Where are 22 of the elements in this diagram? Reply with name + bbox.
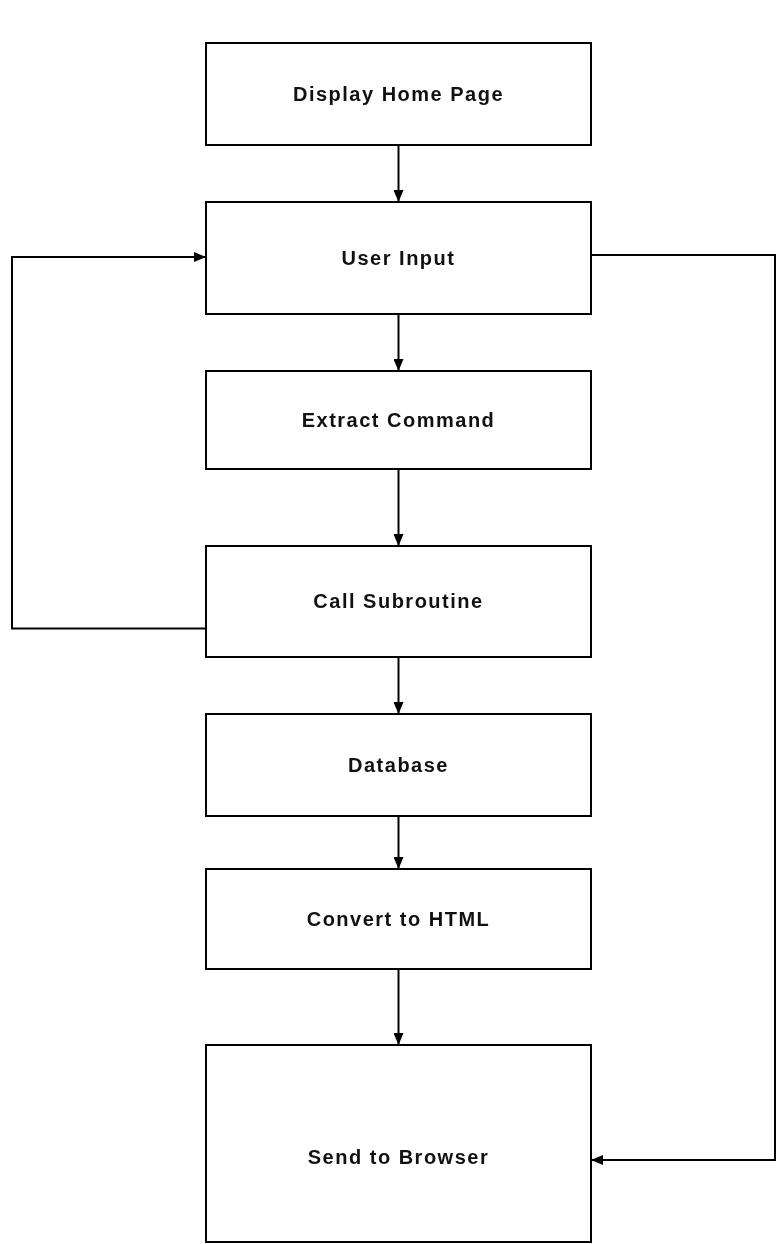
box-label: Display Home Page <box>292 82 505 106</box>
arrow <box>11 252 206 630</box>
arrow <box>393 314 404 371</box>
process-box <box>205 370 592 470</box>
box-label: Call Subroutine <box>313 590 484 613</box>
process-box <box>205 1044 592 1243</box>
box-label: Database <box>348 753 449 777</box>
process-box <box>205 201 592 315</box>
box-label: User Input <box>341 246 456 270</box>
arrow <box>393 969 404 1045</box>
process-box <box>205 868 592 970</box>
process-box <box>205 42 592 146</box>
arrow <box>393 469 404 546</box>
box-label: Convert to HTML <box>306 907 491 931</box>
process-box <box>205 713 592 817</box>
box-label: Extract Command <box>301 408 496 432</box>
arrow <box>393 816 404 869</box>
arrow <box>591 254 776 1165</box>
process-box <box>205 545 592 658</box>
arrow <box>393 145 404 202</box>
box-label: Send to Browser <box>307 1146 490 1169</box>
arrow <box>393 657 404 714</box>
